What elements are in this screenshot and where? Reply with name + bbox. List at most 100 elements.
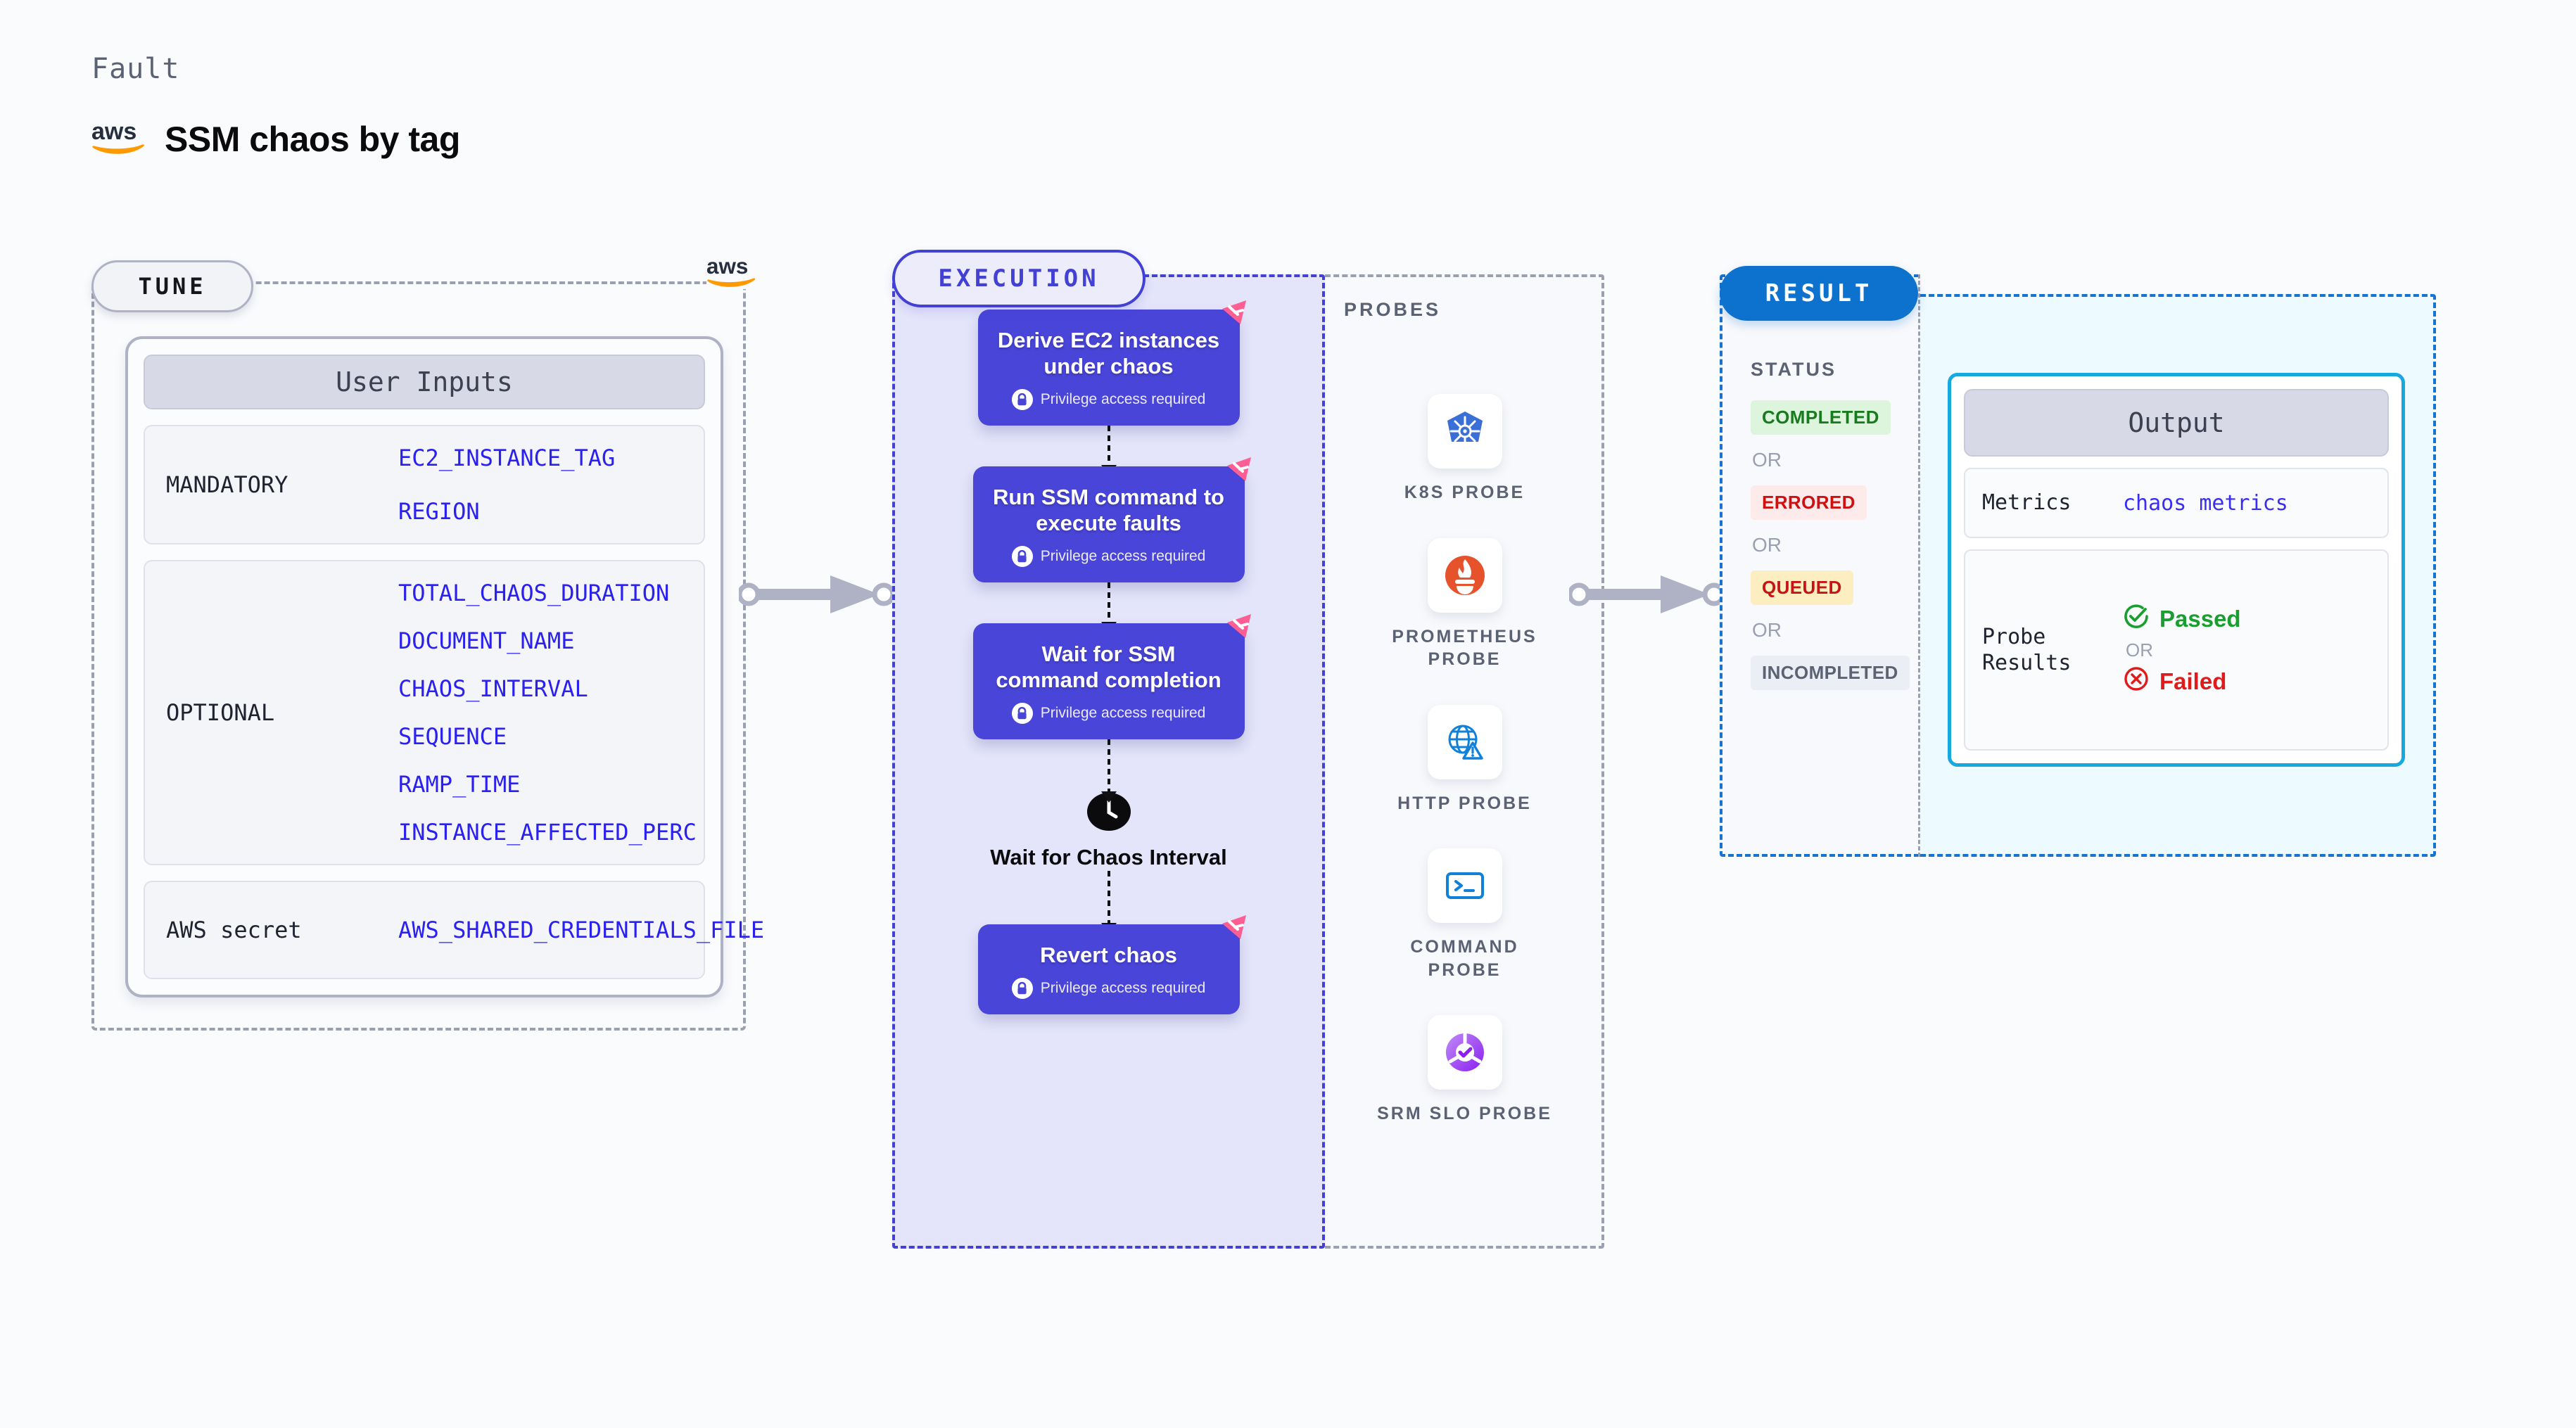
flow-connector-arrow: [1107, 426, 1110, 467]
execution-flow: Derive EC2 instances under chaos Privile…: [892, 300, 1325, 1015]
flow-connector-arrow: [1107, 739, 1110, 793]
privilege-note: Privilege access required: [994, 389, 1224, 411]
chaos-ribbon-icon: [1219, 299, 1249, 332]
probe-label: K8S PROBE: [1404, 483, 1525, 502]
terminal-icon: [1427, 848, 1502, 923]
chaos-ribbon-icon: [1224, 613, 1254, 646]
param-instance-affected-perc[interactable]: INSTANCE_AFFECTED_PERC: [398, 819, 697, 846]
aws-corner-logo-icon: aws: [706, 253, 757, 293]
passed-label: Passed: [2159, 605, 2241, 632]
arrow-tune-to-execution: [739, 575, 896, 613]
param-sequence[interactable]: SEQUENCE: [398, 723, 507, 751]
lock-icon: [1011, 546, 1033, 568]
page-title-text: SSM chaos by tag: [165, 119, 460, 159]
probe-label: HTTP PROBE: [1397, 793, 1532, 813]
arrow-execution-to-result: [1569, 575, 1726, 613]
tune-badge: TUNE: [91, 260, 253, 312]
page-title: aws SSM chaos by tag: [91, 118, 460, 160]
or-label: OR: [1752, 534, 1782, 556]
status-badge-completed: COMPLETED: [1751, 400, 1891, 435]
privilege-text: Privilege access required: [1040, 548, 1206, 565]
svg-text:aws: aws: [706, 254, 748, 279]
probe-http[interactable]: HTTP PROBE: [1373, 704, 1556, 815]
metrics-value[interactable]: chaos metrics: [2123, 490, 2288, 516]
probe-label: SRM SLO PROBE: [1377, 1104, 1552, 1123]
metrics-label: Metrics: [1982, 490, 2071, 516]
param-ramp-time[interactable]: RAMP_TIME: [398, 771, 521, 798]
tune-section-boundary: [91, 281, 746, 1031]
probe-srm-slo[interactable]: SRM SLO PROBE: [1373, 1015, 1556, 1126]
x-circle-icon: [2123, 665, 2150, 698]
param-total-chaos-duration[interactable]: TOTAL_CHAOS_DURATION: [398, 580, 670, 607]
aws-logo-icon: aws: [91, 118, 146, 160]
param-ec2-instance-tag[interactable]: EC2_INSTANCE_TAG: [398, 445, 616, 472]
or-label: OR: [1752, 449, 1782, 471]
param-group-mandatory: MANDATORY EC2_INSTANCE_TAG REGION: [144, 425, 705, 545]
status-badge-queued: QUEUED: [1751, 570, 1853, 605]
step-revert-chaos[interactable]: Revert chaos Privilege access required: [977, 914, 1246, 1015]
user-inputs-header: User Inputs: [144, 355, 705, 410]
output-row-probe-results: Probe Results Passed OR: [1964, 549, 2389, 751]
param-document-name[interactable]: DOCUMENT_NAME: [398, 627, 575, 655]
param-list: AWS_SHARED_CREDENTIALS_FILE: [398, 917, 764, 943]
status-heading: STATUS: [1751, 359, 1836, 380]
param-region[interactable]: REGION: [398, 498, 480, 525]
lock-icon: [1011, 978, 1033, 1000]
or-label: OR: [2126, 639, 2153, 661]
kubernetes-icon: [1427, 394, 1502, 468]
lock-icon: [1011, 703, 1033, 725]
step-run-ssm-command[interactable]: Run SSM command to execute faults Privil…: [972, 457, 1251, 583]
probe-label: PROMETHEUS PROBE: [1392, 626, 1537, 670]
privilege-note: Privilege access required: [994, 978, 1224, 1000]
fault-kicker: Fault: [91, 53, 180, 85]
srm-slo-icon: [1427, 1015, 1502, 1090]
status-column: STATUS COMPLETED OR ERRORED OR QUEUED OR…: [1751, 359, 1920, 690]
execution-badge: EXECUTION: [892, 250, 1146, 307]
privilege-text: Privilege access required: [1040, 705, 1206, 722]
probe-results-label: Probe Results: [1982, 624, 2071, 676]
probes-list: K8S PROBE PROMETHEUS PROBE: [1325, 394, 1604, 1126]
param-group-label: AWS secret: [166, 917, 302, 944]
param-group-optional: OPTIONAL TOTAL_CHAOS_DURATION DOCUMENT_N…: [144, 560, 705, 866]
param-list: TOTAL_CHAOS_DURATION DOCUMENT_NAME CHAOS…: [398, 580, 697, 846]
step-title: Wait for SSM command completion: [996, 642, 1222, 692]
status-badge-incompleted: INCOMPLETED: [1751, 656, 1910, 690]
probe-result-failed: Failed: [2123, 665, 2241, 698]
privilege-note: Privilege access required: [989, 546, 1229, 568]
check-circle-icon: [2123, 603, 2150, 635]
result-badge: RESULT: [1720, 266, 1918, 321]
output-header: Output: [1964, 389, 2389, 457]
result-divider: [1918, 274, 1920, 857]
param-group-aws-secret: AWS secret AWS_SHARED_CREDENTIALS_FILE: [144, 881, 764, 979]
step-title: Revert chaos: [1040, 942, 1177, 967]
privilege-note: Privilege access required: [989, 703, 1229, 725]
probe-result-passed: Passed: [2123, 603, 2241, 635]
step-title: Derive EC2 instances under chaos: [997, 328, 1220, 378]
or-label: OR: [1752, 619, 1782, 641]
step-wait-ssm-completion[interactable]: Wait for SSM command completion Privileg…: [972, 614, 1251, 740]
probe-label: COMMAND PROBE: [1410, 937, 1519, 980]
output-card: Output Metrics chaos metrics Probe Resul…: [1948, 373, 2405, 767]
flow-connector-arrow: [1107, 582, 1110, 624]
user-inputs-card: User Inputs MANDATORY EC2_INSTANCE_TAG R…: [125, 336, 764, 997]
lock-icon: [1011, 389, 1033, 411]
probe-k8s[interactable]: K8S PROBE: [1373, 394, 1556, 504]
privilege-text: Privilege access required: [1040, 391, 1206, 408]
param-group-label: OPTIONAL: [166, 699, 275, 727]
step-title: Wait for Chaos Interval: [990, 845, 1227, 870]
param-chaos-interval[interactable]: CHAOS_INTERVAL: [398, 675, 588, 703]
chaos-ribbon-icon: [1224, 456, 1254, 489]
param-list: EC2_INSTANCE_TAG REGION: [398, 445, 615, 525]
svg-text:aws: aws: [91, 118, 137, 145]
probe-command[interactable]: COMMAND PROBE: [1373, 848, 1556, 981]
probes-title: PROBES: [1344, 299, 1442, 320]
flow-connector-arrow: [1107, 870, 1110, 924]
status-badge-errored: ERRORED: [1751, 485, 1867, 520]
result-status-boundary: [1720, 274, 1920, 857]
chaos-ribbon-icon: [1219, 914, 1249, 947]
param-aws-shared-credentials-file[interactable]: AWS_SHARED_CREDENTIALS_FILE: [398, 917, 765, 944]
probe-prometheus[interactable]: PROMETHEUS PROBE: [1373, 537, 1556, 671]
param-group-label: MANDATORY: [166, 471, 288, 499]
step-derive-ec2-instances[interactable]: Derive EC2 instances under chaos Privile…: [977, 300, 1246, 426]
